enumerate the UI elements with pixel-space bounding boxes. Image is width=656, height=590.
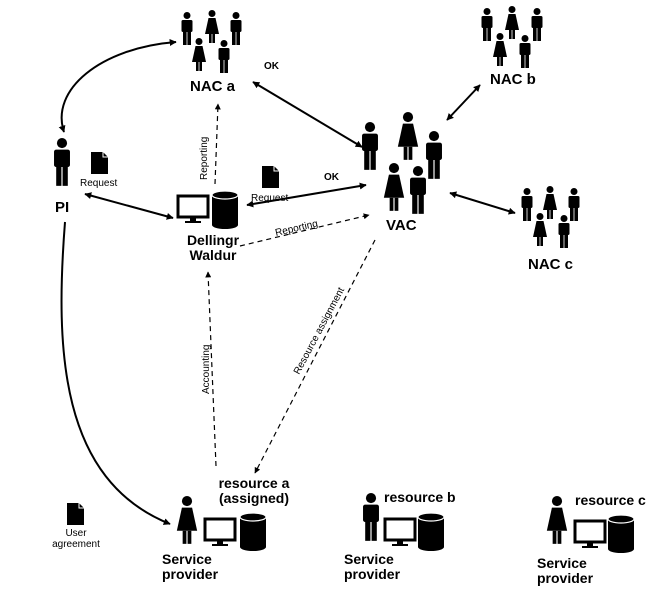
person-icon [568,188,580,221]
service-provider-c-label: Service provider [537,555,594,587]
database-icon [607,514,635,554]
edge-dellingr-vac [246,182,367,208]
resource-a-line1: resource a [218,475,290,491]
resource-a-line2: (assigned) [218,490,289,507]
nac-b-label: NAC b [490,71,536,88]
vac-label: VAC [386,217,417,234]
database-icon [417,512,445,552]
monitor-icon [176,194,210,225]
nac-c-label: NAC c [528,256,574,273]
database-icon [239,512,267,552]
resource-c-label: resource c [575,492,646,508]
person-icon [218,40,230,73]
resource-b-label: resource b [384,489,456,505]
person-icon [230,12,242,45]
person-icon [181,12,193,45]
service-provider-b-label: Service provider [344,551,401,583]
service-provider-c-line1: Service [537,555,587,571]
monitor-icon [203,517,237,548]
woman-icon [493,33,507,66]
service-provider-b-line1: Service [344,551,394,567]
document-icon [90,151,109,175]
edge-reporting-nac-a [214,103,221,185]
service-provider-a-line2: provider [162,566,219,583]
edge-label-reporting-vertical: Reporting [199,137,210,180]
person-icon [531,8,543,41]
edge-label-accounting: Accounting [201,345,212,394]
vac-group-icon [362,112,442,214]
request-label-vac: Request [251,193,289,204]
pi-label: PI [55,199,70,216]
nac-b-group-icon [481,6,543,68]
woman-icon [543,186,557,219]
nac-a-label: NAC a [190,78,236,95]
request-label-pi: Request [80,178,118,189]
person-icon [558,215,570,248]
woman-icon [205,10,219,43]
ok-label-mid: OK [324,172,339,183]
person-icon [362,122,378,170]
document-icon [261,165,280,189]
edge-pi-resource-a [60,221,171,525]
dellingr-label-line1: Dellingr [186,232,240,248]
person-icon [410,166,426,214]
pi-person-icon [54,138,70,186]
edge-label-reporting-diag: Reporting [274,218,319,238]
monitor-icon [573,519,607,550]
edge-nac-c-vac [449,191,516,215]
woman-icon [192,38,206,71]
woman-icon [505,6,519,39]
person-icon [363,493,379,541]
dellingr-system-icon [176,190,239,230]
nac-a-group-icon [181,10,242,73]
resource-a-label: resource a (assigned) [204,475,304,507]
person-icon [426,131,442,179]
person-icon [519,35,531,68]
edge-label-resource-assignment: Resource assignment [292,286,347,377]
nac-c-group-icon [521,186,580,248]
person-icon [481,8,493,41]
service-provider-c-line2: provider [537,570,594,587]
document-icon [66,502,85,526]
service-provider-a-label: Service provider [162,551,219,583]
dellingr-label: Dellingr Waldur [178,232,248,264]
edge-nac-a-pi [58,39,177,133]
woman-icon [546,496,568,544]
service-provider-a-line1: Service [162,551,212,567]
dellingr-label-line2: Waldur [189,247,237,264]
edge-pi-dellingr [84,192,174,220]
woman-icon [533,213,547,246]
edge-nac-a-vac [252,81,363,148]
edge-nac-b-vac [446,84,481,121]
user-agreement-label: User agreement [44,528,108,550]
woman-icon [176,496,198,544]
user-agreement-line2: agreement [52,539,100,550]
edge-resource-assignment [254,239,376,474]
woman-icon [397,112,419,160]
service-provider-b-line2: provider [344,566,401,583]
person-icon [521,188,533,221]
user-agreement-line1: User [65,528,87,539]
monitor-icon [383,517,417,548]
database-icon [211,190,239,230]
edge-reporting-vac [239,213,370,247]
ok-label-top: OK [264,61,279,72]
woman-icon [383,163,405,211]
